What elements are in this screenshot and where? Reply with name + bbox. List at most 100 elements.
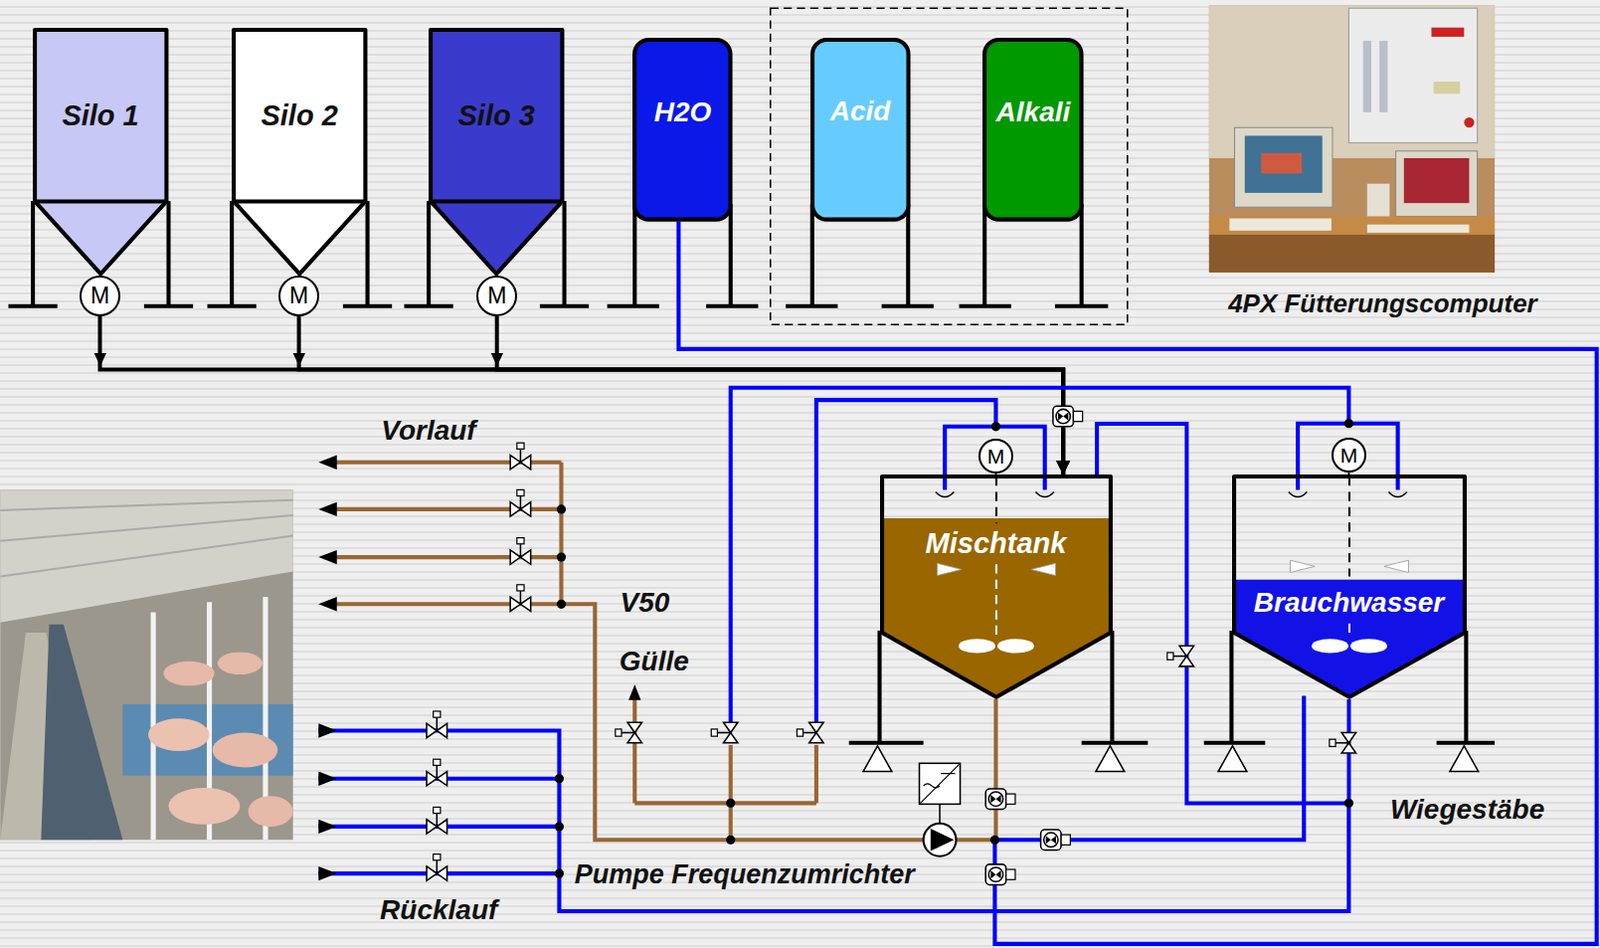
load-cell [1218,745,1247,772]
valves [1167,645,1195,667]
tank-legs [364,200,369,307]
water-pipe [944,426,1046,491]
agitator-arrow [1289,559,1315,572]
feed-drop-arrow [293,353,306,366]
valves [510,489,532,517]
pipe-junction [1344,798,1354,808]
tank-legs [982,203,987,307]
flow-arrow [318,502,337,517]
node-text: M [289,284,309,308]
pipe-junction [556,599,566,609]
node-text: Silo 3 [458,100,535,130]
silo: Silo 3 [428,27,564,276]
computer-photo [1367,183,1391,221]
label-text: Vorlauf [380,416,476,445]
water-pipe [1297,423,1399,491]
computer-photo [1463,117,1474,128]
agitator-arrow [1383,559,1409,572]
pump-symbol [938,803,941,823]
valves [510,584,532,612]
feed-pipe [632,698,637,804]
flow-arrow [318,549,337,564]
tank-outline [634,39,730,220]
feed-pipe [634,800,817,805]
node-text: H2O [654,98,712,127]
valves [1329,732,1357,754]
valves [426,758,448,786]
node-text: M [987,445,1006,467]
tank-legs [229,200,234,307]
barn-photo [169,787,241,825]
pipe-junction [556,504,566,514]
node-text: M [487,284,507,308]
tank-legs [1081,740,1149,745]
flow-arrow [318,771,337,786]
tank-legs [706,304,758,309]
flow-arrow [318,455,641,882]
tank-legs [810,203,815,307]
computer-photo [1348,7,1477,143]
tank-legs [7,304,57,309]
tank-legs [403,304,453,309]
tank: Alkali [982,37,1084,222]
tank-legs [343,304,392,309]
valves [1053,405,1083,427]
flow-arrow [628,684,641,700]
label-text: Rücklauf [379,895,498,924]
tank-legs [1229,630,1234,743]
computer-photo [1229,218,1332,231]
tank-outline [1234,476,1465,698]
tank: Mischtank [880,474,1113,700]
feed-pipe [993,699,998,841]
pump-symbol [940,772,955,774]
tank-outline [984,39,1081,220]
flow-arrow [318,722,337,737]
label-text: Gülle [619,647,690,676]
pump-symbol [930,828,955,852]
tank-legs [1436,740,1495,745]
pipe-junction [990,835,1000,845]
shape-outline [428,27,564,276]
feed-drop-arrow [94,353,107,366]
water-pipe [730,387,1350,722]
computer-photo [1363,40,1372,113]
feed-pipe [728,744,733,840]
feed-line [299,316,1065,475]
tank-content [882,518,1111,698]
pump-symbol [919,762,961,804]
tank-content [1234,579,1465,698]
tank-outline [812,39,908,220]
shape-outline [231,27,367,276]
tank-legs [785,304,838,309]
shape-outline [632,37,733,222]
tank-outline [882,476,1111,698]
computer-photo [1209,4,1495,273]
valves [510,537,532,565]
shape-outline [810,37,911,222]
barn-photo [40,624,123,840]
spray-nozzle [1288,491,1307,497]
silo-outline [34,29,167,274]
agitator-arrow [936,562,962,575]
computer-photo [1404,158,1470,203]
computer-photo [1209,4,1495,273]
agitator-blade [1350,638,1388,653]
feed-line [497,316,1064,475]
load-cell [1095,745,1125,772]
silo-rim [430,198,562,203]
load-cell [863,745,892,772]
silo: Silo 1 [32,27,169,276]
feed-pipe [814,744,819,803]
pump-symbol [923,823,957,857]
spray-nozzle [1035,491,1054,497]
valves [510,442,532,470]
valves [426,405,1357,885]
shape-outline [982,37,1084,222]
barn-photo [0,489,293,840]
label-text: V50 [620,588,671,617]
feed-pipe [558,462,563,605]
node-text: Brauchwasser [1253,588,1444,617]
tank-legs [728,203,733,307]
pump-symbol [919,762,961,856]
tank-legs [877,630,882,743]
